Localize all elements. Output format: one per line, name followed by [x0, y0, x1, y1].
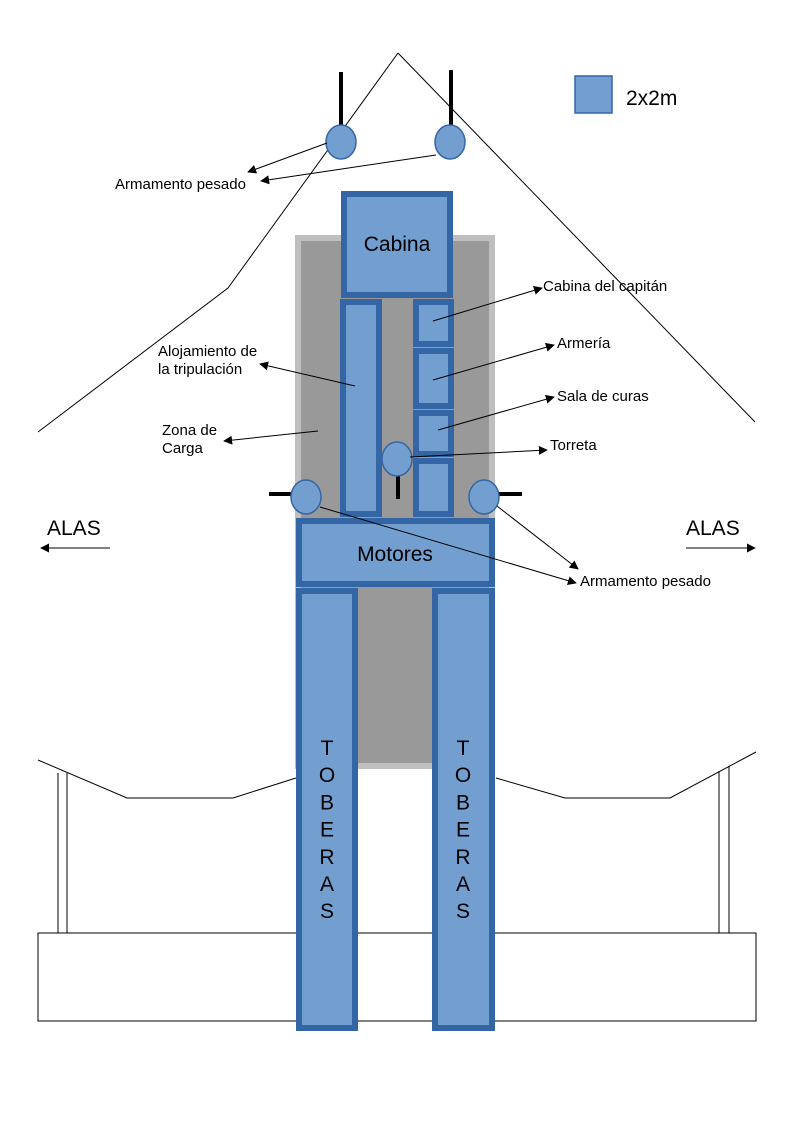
label-armamento-pesado-bottom: Armamento pesado	[580, 573, 711, 590]
motores-module	[296, 518, 495, 587]
label-alojamiento-line1: Alojamiento de	[158, 343, 257, 360]
motores-label: Motores	[357, 543, 433, 566]
weapon-side-left	[290, 479, 322, 515]
tobera-left-module	[296, 588, 358, 1031]
crew-quarters-module	[340, 299, 382, 517]
hull-outline-right	[397, 52, 756, 423]
arrow-zona-carga	[223, 430, 319, 445]
label-alas-left: ALAS	[47, 517, 101, 540]
lower-wing-right	[495, 751, 757, 799]
label-armeria: Armería	[557, 335, 611, 352]
label-zona-carga-line1: Zona de	[162, 422, 217, 439]
arrow-armamento-top-1	[247, 142, 328, 174]
cabina-module	[341, 191, 453, 298]
lower-room-module	[413, 458, 454, 517]
label-zona-carga-line2: Carga	[162, 440, 204, 457]
arrow-armeria	[432, 342, 555, 381]
label-armamento-pesado-top: Armamento pesado	[115, 176, 246, 193]
tobera-right-module	[432, 588, 495, 1031]
weapon-side-right	[468, 479, 500, 515]
label-cabina-capitan: Cabina del capitán	[543, 278, 667, 295]
legend-swatch	[574, 75, 613, 114]
legend-label: 2x2m	[626, 87, 677, 110]
lower-wing-left	[37, 759, 297, 799]
sickbay-module	[413, 410, 454, 457]
label-alojamiento-line2: la tripulación	[158, 361, 242, 378]
label-sala-curas: Sala de curas	[557, 388, 649, 405]
weapon-top-right	[434, 124, 466, 160]
arrow-sala-curas	[437, 394, 555, 431]
arrow-alojamiento	[259, 361, 356, 387]
arrow-cabina-capitan	[432, 286, 543, 322]
captain-cabin-module	[413, 299, 454, 347]
weapon-top-left	[325, 124, 357, 160]
label-alas-right: ALAS	[686, 517, 740, 540]
base-platform	[37, 932, 757, 1022]
turret	[381, 441, 413, 477]
arrow-armamento-top-2	[260, 154, 437, 185]
arrow-armamento-bottom-1	[319, 506, 577, 586]
armory-module	[413, 348, 454, 409]
arrow-torreta	[409, 445, 548, 458]
label-torreta: Torreta	[550, 437, 597, 454]
arrow-armamento-bottom-2	[496, 505, 579, 570]
cabina-label: Cabina	[364, 233, 431, 256]
